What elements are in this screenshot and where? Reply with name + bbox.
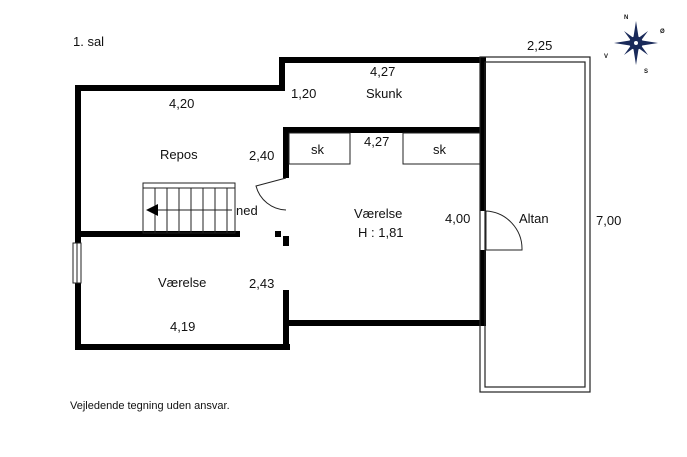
compass-n: N [624,15,628,21]
room-skunk: Skunk [366,86,403,101]
disclaimer: Vejledende tegning uden ansvar. [70,400,230,412]
dim-top-right-width: 2,25 [527,38,552,53]
altan-door-swing [485,210,523,251]
compass-o: Ø [660,29,665,35]
dim-left-room-depth: 2,43 [249,276,274,291]
door-swing [255,177,287,211]
dim-repos-depth: 2,40 [249,148,274,163]
window [72,242,82,284]
sk-right-label: sk [433,142,447,157]
walls [75,57,486,350]
sk-left-box [288,132,351,165]
dim-skunk-width: 4,27 [370,64,395,79]
dim-repos-width: 4,20 [169,96,194,111]
dim-altan-length: 7,00 [596,213,621,228]
dim-skunk-depth: 1,20 [291,86,316,101]
altan-outline [479,56,591,393]
room-repos: Repos [160,147,198,162]
room-vaerelse-right: Værelse [354,206,402,221]
dim-left-room-width: 4,19 [170,319,195,334]
compass-v: V [604,54,608,60]
sk-left-label: sk [311,142,325,157]
room-vaerelse-left: Værelse [158,275,206,290]
dim-vaerelse-width: 4,27 [364,134,389,149]
stair-label: ned [236,203,258,218]
sk-right-box [402,132,481,165]
floor-label: 1. sal [73,34,104,49]
compass-s: S [644,69,648,75]
compass-icon: N S V Ø [604,15,665,75]
room-vaerelse-right-height: H : 1,81 [358,225,404,240]
stair-arrow-icon [146,204,158,216]
dim-vaerelse-depth: 4,00 [445,211,470,226]
room-altan: Altan [519,211,549,226]
